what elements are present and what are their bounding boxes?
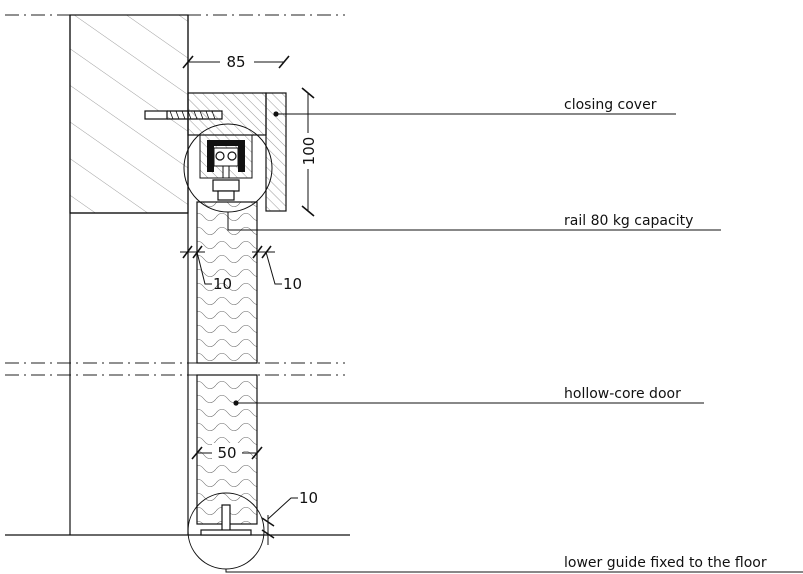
lower-guide bbox=[200, 504, 252, 536]
dimension-gap-bottom-label: 10 bbox=[299, 489, 318, 507]
callout-lower-guide: lower guide fixed to the floor bbox=[564, 555, 767, 571]
callout-rail: rail 80 kg capacity bbox=[564, 213, 693, 229]
rail-profile bbox=[199, 134, 253, 201]
closing-cover-plate bbox=[265, 92, 287, 212]
dimension-gap-right bbox=[252, 245, 282, 285]
dimension-gap-left bbox=[180, 245, 212, 285]
door-top bbox=[196, 201, 258, 364]
dimension-50-label: 50 bbox=[217, 444, 236, 462]
header-block bbox=[187, 92, 267, 136]
dimension-100-label: 100 bbox=[300, 137, 318, 166]
callout-door: hollow-core door bbox=[564, 386, 681, 402]
dimension-85-label: 85 bbox=[226, 53, 245, 71]
wall bbox=[69, 14, 189, 535]
callout-leaders bbox=[225, 113, 803, 573]
dimension-gap-right-label: 10 bbox=[283, 275, 302, 293]
dimension-gap-left-label: 10 bbox=[213, 275, 232, 293]
callout-closing-cover: closing cover bbox=[564, 97, 657, 113]
dimension-gap-bottom bbox=[261, 497, 298, 545]
